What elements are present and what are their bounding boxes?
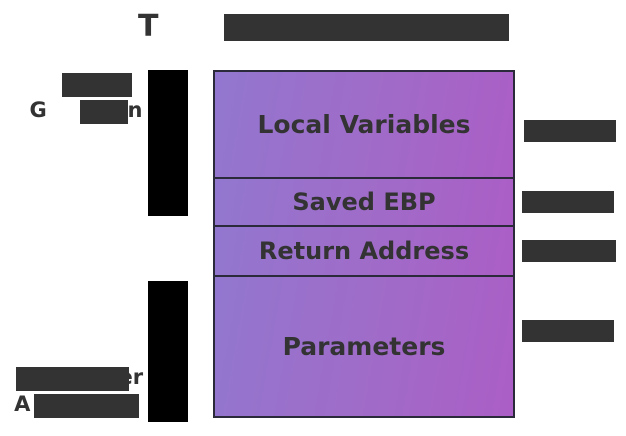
- stack-cell-parameters-label: Parameters: [282, 332, 446, 361]
- higher-addresses-redaction-bar-1: [16, 367, 129, 391]
- annotation-parameters: [522, 320, 614, 342]
- stack-growth-redaction-bar-2: [80, 100, 128, 124]
- stack-cell-local-variables-label: Local Variables: [257, 110, 471, 139]
- stack-cell-local-variables: Local Variables: [213, 70, 515, 179]
- stack-cell-return-address-label: Return Address: [258, 237, 470, 265]
- annotation-local-variables: [524, 120, 616, 142]
- stack-growth-arrow-icon: [148, 70, 188, 216]
- stack-cell-saved-ebp-label: Saved EBP: [292, 188, 436, 216]
- stack-growth-redaction-bar-1: [62, 73, 132, 97]
- annotation-return-address: [522, 240, 616, 262]
- stack-cell-saved-ebp: Saved EBP: [213, 177, 515, 227]
- stack-frame-diagram: Local Variables Saved EBP Return Address…: [213, 70, 515, 418]
- higher-addresses-redaction-bar-2: [34, 394, 139, 418]
- stack-cell-parameters: Parameters: [213, 275, 515, 418]
- higher-addresses-arrow-icon: [148, 281, 188, 422]
- stack-cell-return-address: Return Address: [213, 225, 515, 277]
- title-redaction-bar: [224, 14, 509, 41]
- annotation-saved-ebp: [522, 191, 614, 213]
